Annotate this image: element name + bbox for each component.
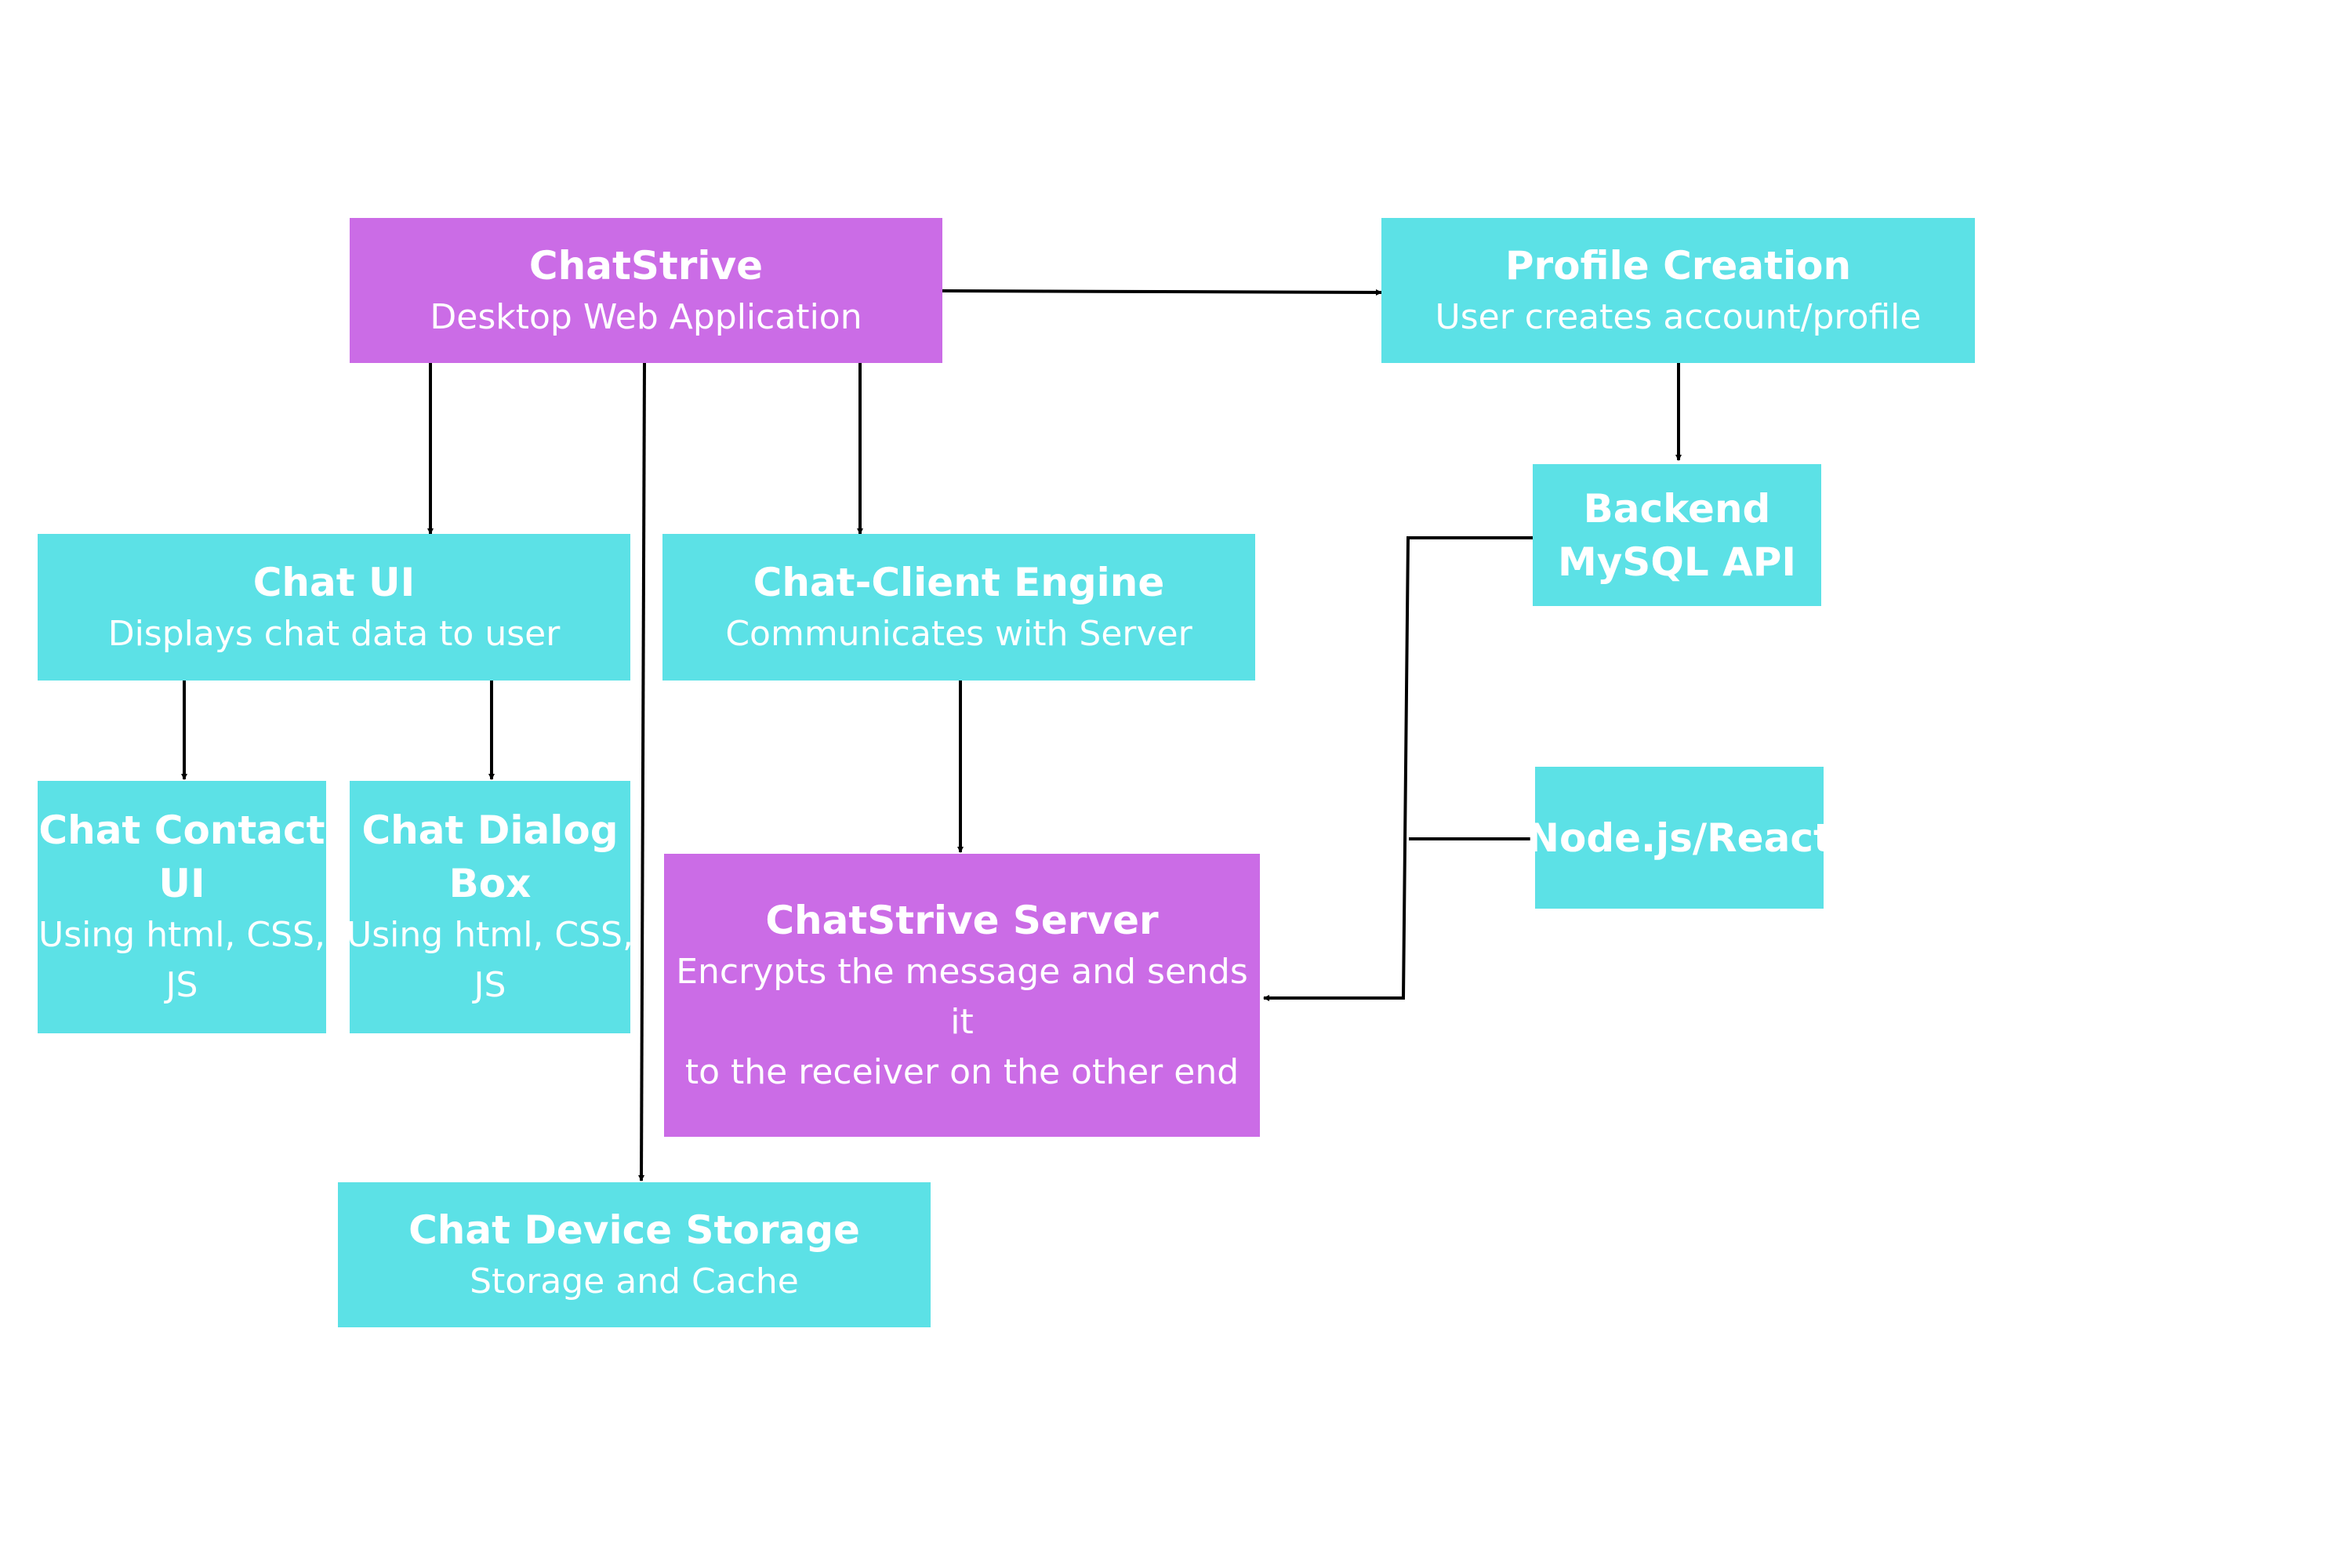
node-subtitle-line1: Encrypts the message and sends it	[676, 951, 1248, 1042]
node-title: Node.js/React	[1526, 815, 1832, 861]
node-subtitle: User creates account/profile	[1435, 296, 1922, 337]
node-profile-creation: Profile Creation User creates account/pr…	[1381, 218, 1975, 363]
edge-chatstrive-to-chat-device-storage	[638, 362, 646, 1181]
node-title: Profile Creation	[1504, 242, 1852, 289]
node-title-line2: Box	[448, 861, 532, 906]
node-title-line1: Chat Dialog	[361, 808, 619, 853]
node-chat-dialog-box: Chat Dialog Box Using html, CSS, JS	[347, 781, 633, 1033]
node-chat-device-storage: Chat Device Storage Storage and Cache	[338, 1182, 931, 1327]
node-chat-ui: Chat UI Displays chat data to user	[38, 534, 630, 681]
node-title-line2: UI	[158, 861, 205, 906]
node-chat-contact-ui: Chat Contact UI Using html, CSS, JS	[38, 781, 326, 1033]
edge-backend-to-chatstrive-server	[1263, 536, 1533, 1001]
node-subtitle-line1: Using html, CSS,	[38, 915, 325, 955]
node-title-line1: Backend	[1583, 485, 1771, 532]
node-nodejs-react: Node.js/React	[1526, 767, 1832, 909]
node-title: Chat UI	[252, 559, 416, 605]
node-title: ChatStrive	[528, 242, 764, 289]
node-subtitle: Displays chat data to user	[107, 613, 561, 654]
node-title: ChatStrive Server	[765, 897, 1159, 943]
node-chatstrive: ChatStrive Desktop Web Application	[350, 218, 942, 363]
node-title-line1: Chat Contact	[38, 808, 325, 853]
node-subtitle: Communicates with Server	[725, 613, 1192, 654]
node-subtitle: Storage and Cache	[470, 1261, 799, 1301]
node-backend: Backend MySQL API	[1533, 464, 1821, 606]
node-subtitle-line2: JS	[474, 965, 506, 1005]
node-chat-client-engine: Chat-Client Engine Communicates with Ser…	[662, 534, 1255, 681]
node-title-line2: MySQL API	[1557, 539, 1797, 585]
node-subtitle-line2: JS	[165, 965, 198, 1005]
node-chatstrive-server: ChatStrive Server Encrypts the message a…	[664, 854, 1260, 1137]
node-title: Chat Device Storage	[408, 1207, 860, 1253]
node-subtitle: Desktop Web Application	[430, 296, 862, 337]
node-title: Chat-Client Engine	[753, 559, 1165, 605]
node-subtitle-line1: Using html, CSS,	[347, 915, 633, 955]
edge-chatstrive-to-profile-creation	[942, 289, 1382, 296]
node-subtitle-line2: to the receiver on the other end	[684, 1051, 1240, 1092]
